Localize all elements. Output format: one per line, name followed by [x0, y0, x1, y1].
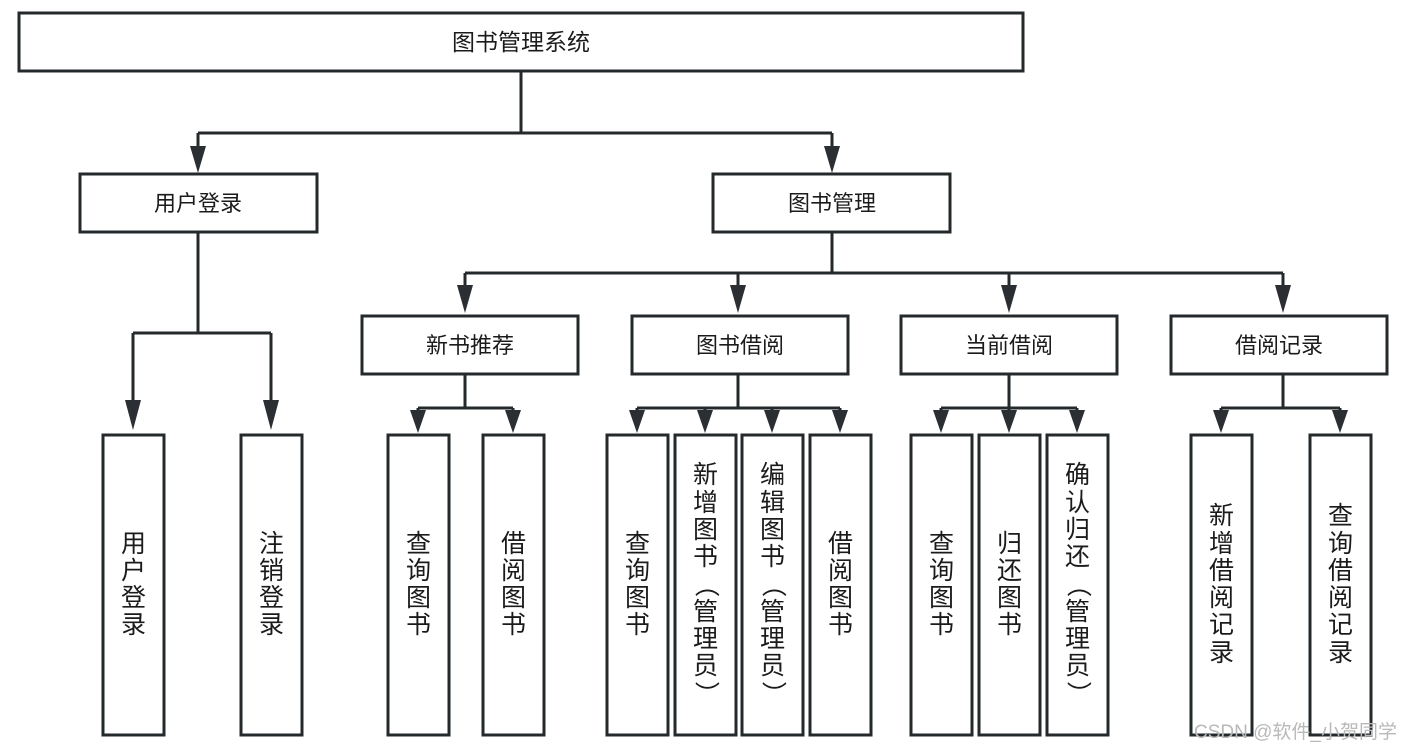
connector-userlogin-to-leaves [125, 233, 279, 430]
node-leaf-user-login[interactable] [101, 433, 166, 737]
node-leaf-add-book[interactable] [673, 433, 738, 737]
node-borrow-record-label: 借阅记录 [1235, 333, 1323, 358]
connector-newbook-to-leaves [410, 375, 521, 433]
node-book-manage-label: 图书管理 [788, 191, 876, 216]
csdn-watermark: CSDN @软件_小贺同学 [1194, 722, 1397, 743]
node-book-manage[interactable]: 图书管理 [711, 172, 952, 234]
node-leaf-query-record[interactable] [1308, 433, 1373, 737]
node-leaf-user-logout[interactable] [239, 433, 304, 737]
node-new-book-recommend-label: 新书推荐 [426, 333, 514, 358]
node-leaf-borrow-book-1[interactable] [481, 433, 546, 737]
node-borrow-record[interactable]: 借阅记录 [1169, 314, 1389, 376]
node-leaf-borrow-book-2[interactable] [808, 433, 873, 737]
connector-currentborrow-to-leaves [933, 375, 1085, 433]
node-new-book-recommend[interactable]: 新书推荐 [360, 314, 580, 376]
connector-bookborrow-to-leaves [629, 375, 848, 433]
node-leaf-query-book-2[interactable] [605, 433, 670, 737]
connector-borrowrecord-to-leaves [1213, 375, 1348, 433]
node-leaf-return-book[interactable] [977, 433, 1042, 737]
leaf-rects [101, 433, 1373, 737]
connector-bookmanage-to-level2 [457, 233, 1291, 313]
node-root-label: 图书管理系统 [452, 29, 590, 55]
node-leaf-query-book-3[interactable] [909, 433, 974, 737]
connector-root-to-level1 [190, 71, 840, 173]
node-current-borrow[interactable]: 当前借阅 [899, 314, 1119, 376]
node-leaf-edit-book[interactable] [740, 433, 805, 737]
node-leaf-add-record[interactable] [1189, 433, 1254, 737]
node-current-borrow-label: 当前借阅 [965, 333, 1053, 358]
node-leaf-query-book-1[interactable] [386, 433, 451, 737]
node-user-login[interactable]: 用户登录 [78, 172, 319, 234]
node-leaf-confirm-return[interactable] [1045, 433, 1110, 737]
node-book-borrow-label: 图书借阅 [696, 333, 784, 358]
node-root[interactable]: 图书管理系统 [17, 11, 1025, 73]
node-book-borrow[interactable]: 图书借阅 [630, 314, 850, 376]
node-user-login-label: 用户登录 [154, 191, 242, 216]
